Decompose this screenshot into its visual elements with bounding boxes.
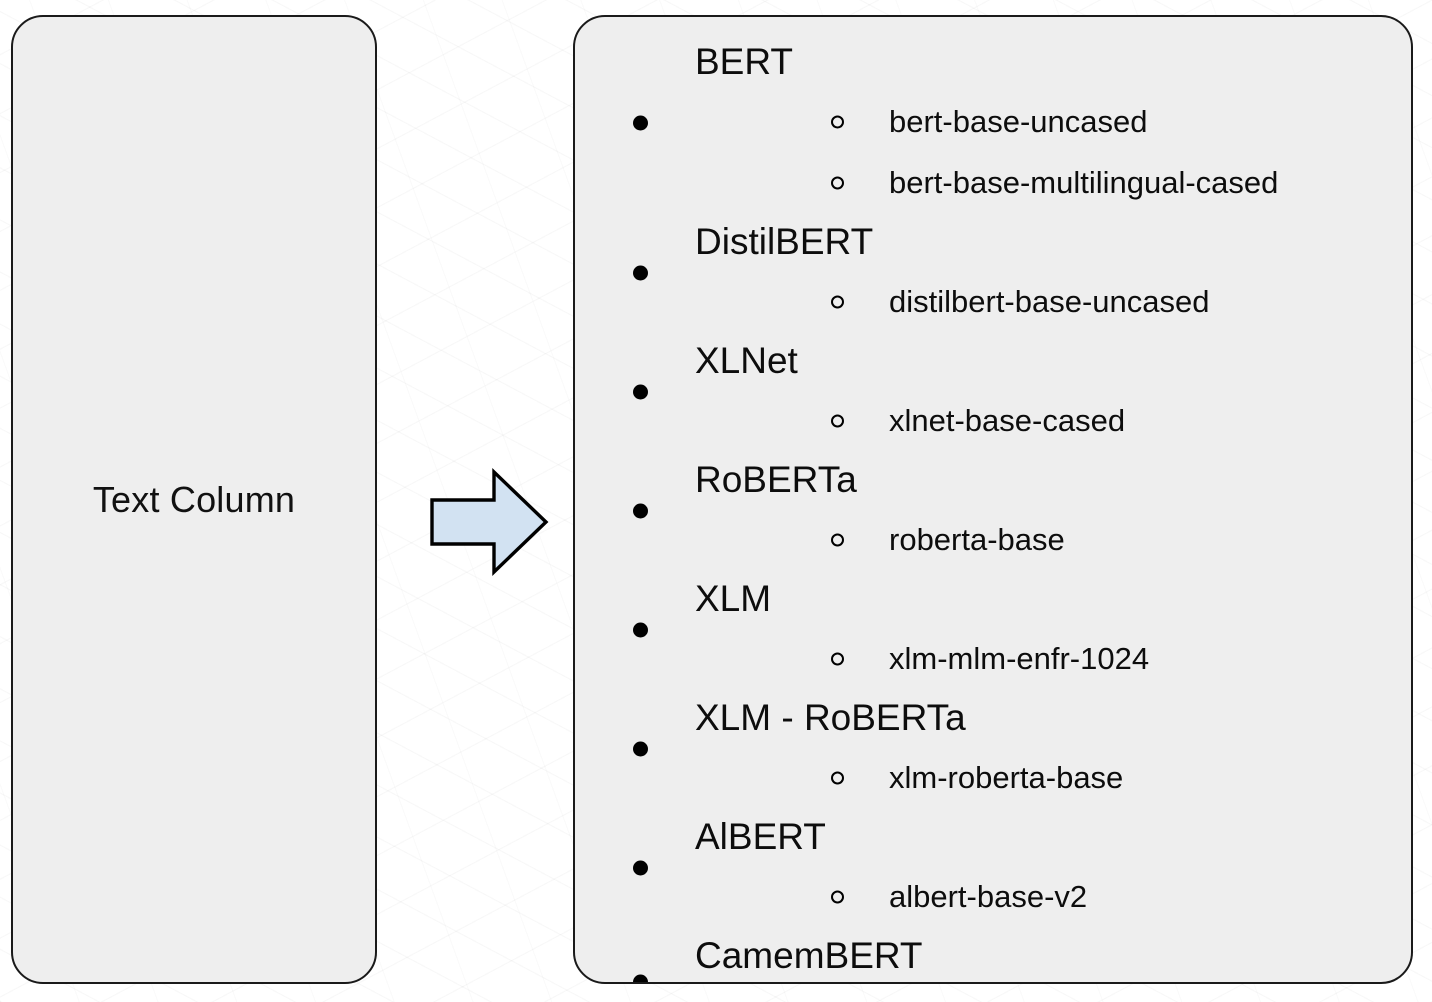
model-checkpoint-list: xlnet-base-cased: [695, 390, 1401, 451]
bullet-disc-icon: [633, 265, 648, 280]
model-checkpoint-list: roberta-base: [695, 509, 1401, 570]
model-checkpoint-item[interactable]: roberta-base: [695, 509, 1401, 570]
model-family-list: BERT bert-base-uncased bert-base-multili…: [585, 33, 1401, 982]
model-family-item[interactable]: DistilBERT distilbert-base-uncased: [585, 213, 1401, 332]
bullet-disc-icon: [633, 974, 648, 982]
arrow-right-icon: [428, 466, 550, 578]
model-checkpoint-list: xlm-roberta-base: [695, 747, 1401, 808]
model-family-label: AlBERT: [695, 816, 826, 857]
source-node-text-column[interactable]: Text Column: [11, 15, 377, 984]
model-checkpoint-list: albert-base-v2: [695, 866, 1401, 927]
model-family-label: XLM - RoBERTa: [695, 697, 966, 738]
model-family-item[interactable]: AlBERT albert-base-v2: [585, 808, 1401, 927]
model-family-label: XLM: [695, 578, 772, 619]
bullet-circle-icon: [831, 115, 844, 128]
bullet-disc-icon: [633, 860, 648, 875]
source-node-label: Text Column: [92, 478, 296, 520]
model-family-item[interactable]: BERT bert-base-uncased bert-base-multili…: [585, 33, 1401, 213]
model-family-label: RoBERTa: [695, 459, 857, 500]
model-checkpoint-item[interactable]: xlm-roberta-base: [695, 747, 1401, 808]
model-checkpoint-item[interactable]: albert-base-v2: [695, 866, 1401, 927]
model-checkpoint-label: distilbert-base-uncased: [889, 284, 1210, 319]
model-checkpoint-list: bert-base-uncased bert-base-multilingual…: [695, 91, 1401, 213]
model-checkpoint-item[interactable]: bert-base-uncased: [695, 91, 1401, 152]
target-node-model-list[interactable]: BERT bert-base-uncased bert-base-multili…: [573, 15, 1413, 984]
model-family-label: XLNet: [695, 340, 798, 381]
bullet-circle-icon: [831, 890, 844, 903]
model-checkpoint-label: bert-base-multilingual-cased: [889, 165, 1279, 200]
model-checkpoint-label: roberta-base: [889, 522, 1065, 557]
model-checkpoint-label: xlnet-base-cased: [889, 403, 1126, 438]
model-checkpoint-item[interactable]: xlm-mlm-enfr-1024: [695, 628, 1401, 689]
bullet-disc-icon: [633, 741, 648, 756]
bullet-disc-icon: [633, 622, 648, 637]
model-family-item[interactable]: CamemBERT camembert-base: [585, 927, 1401, 982]
model-family-item[interactable]: XLM xlm-mlm-enfr-1024: [585, 570, 1401, 689]
model-checkpoint-list: xlm-mlm-enfr-1024: [695, 628, 1401, 689]
bullet-circle-icon: [831, 176, 844, 189]
model-checkpoint-item[interactable]: bert-base-multilingual-cased: [695, 152, 1401, 213]
bullet-circle-icon: [831, 533, 844, 546]
model-checkpoint-label: xlm-roberta-base: [889, 760, 1124, 795]
bullet-circle-icon: [831, 295, 844, 308]
model-family-label: DistilBERT: [695, 221, 874, 262]
model-checkpoint-item[interactable]: distilbert-base-uncased: [695, 271, 1401, 332]
bullet-circle-icon: [831, 652, 844, 665]
model-checkpoint-label: albert-base-v2: [889, 879, 1088, 914]
model-checkpoint-list: distilbert-base-uncased: [695, 271, 1401, 332]
bullet-circle-icon: [831, 771, 844, 784]
model-checkpoint-label: bert-base-uncased: [889, 104, 1148, 139]
bullet-disc-icon: [633, 503, 648, 518]
model-checkpoint-label: xlm-mlm-enfr-1024: [889, 641, 1150, 676]
model-family-item[interactable]: RoBERTa roberta-base: [585, 451, 1401, 570]
model-family-label: CamemBERT: [695, 935, 923, 976]
bullet-disc-icon: [633, 384, 648, 399]
model-checkpoint-item[interactable]: xlnet-base-cased: [695, 390, 1401, 451]
bullet-disc-icon: [633, 115, 648, 131]
bullet-circle-icon: [831, 414, 844, 427]
model-family-item[interactable]: XLNet xlnet-base-cased: [585, 332, 1401, 451]
model-family-item[interactable]: XLM - RoBERTa xlm-roberta-base: [585, 689, 1401, 808]
model-family-label: BERT: [695, 41, 794, 82]
